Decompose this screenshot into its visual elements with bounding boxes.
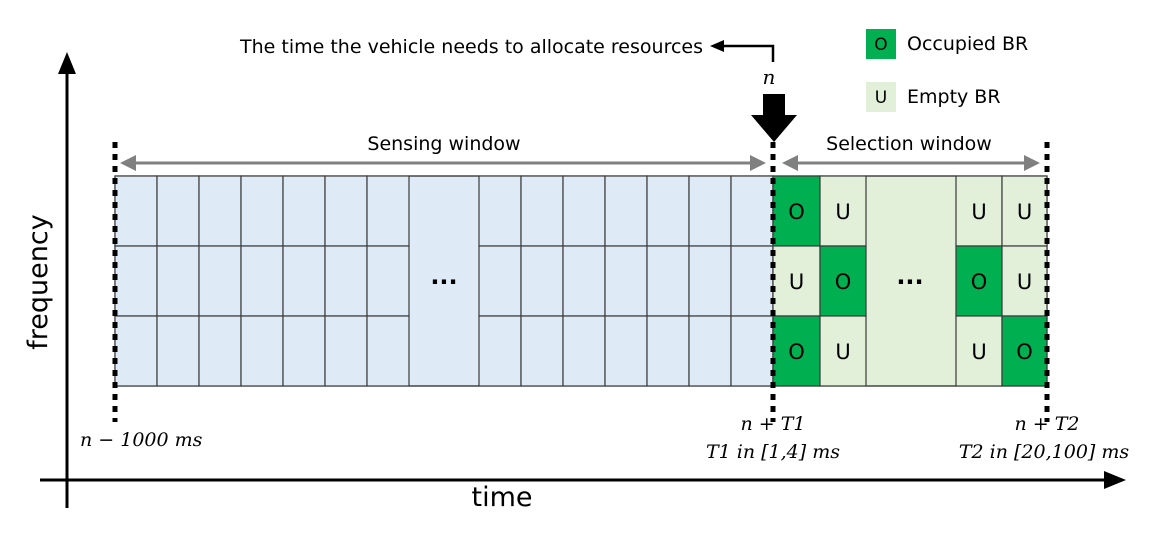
t1-label-line1: n + T1 [741, 413, 806, 435]
t2-label-line2: T2 in [20,100] ms [959, 441, 1130, 463]
x-axis-label: time [471, 482, 532, 513]
cell-symbol: U [835, 340, 850, 364]
occupied-cell [1001, 315, 1048, 387]
sensing-cell [240, 175, 284, 247]
legend-occupied-swatch [866, 29, 896, 59]
sensing-cell [478, 315, 522, 387]
empty-cell [772, 245, 821, 317]
t1-label-line2: T1 in [1,4] ms [706, 441, 840, 463]
sensing-cell [114, 245, 158, 317]
t2-label-line1: n + T2 [1015, 413, 1080, 435]
sensing-cell [520, 315, 564, 387]
cell-symbol: U [971, 340, 986, 364]
cell-symbol: O [971, 270, 988, 294]
sensing-cell [366, 245, 410, 317]
sensing-cell [198, 175, 242, 247]
cell-symbol: O [1016, 340, 1033, 364]
occupied-cell [772, 175, 821, 247]
sensing-cell [156, 175, 200, 247]
empty-cell [955, 175, 1003, 247]
sensing-cell [604, 245, 648, 317]
sensing-cell [562, 315, 606, 387]
sensing-cell [156, 245, 200, 317]
sensing-cell [520, 175, 564, 247]
legend-occupied-symbol: O [874, 35, 887, 55]
sensing-cell [282, 245, 326, 317]
cell-symbol: U [1017, 200, 1032, 224]
sensing-window-grid [114, 175, 774, 387]
sensing-cell [366, 175, 410, 247]
sensing-cell [366, 315, 410, 387]
sensing-cell [478, 175, 522, 247]
sensing-cell [324, 245, 368, 317]
cell-symbol: O [788, 340, 805, 364]
legend: O Occupied BR U Empty BR [866, 29, 1028, 112]
sensing-cell [324, 175, 368, 247]
sensing-cell [688, 175, 732, 247]
sensing-cell [324, 315, 368, 387]
cell-symbol: U [1017, 270, 1032, 294]
y-axis-arrowhead [58, 52, 76, 74]
selection-window-arrow [782, 155, 1040, 171]
legend-empty-swatch [866, 82, 896, 112]
n-label: n [763, 65, 776, 89]
empty-cell [955, 315, 1003, 387]
n-down-arrow [751, 94, 797, 142]
legend-empty-symbol: U [875, 88, 887, 108]
sensing-cell [114, 315, 158, 387]
legend-occupied-label: Occupied BR [907, 33, 1028, 55]
sensing-cell [688, 245, 732, 317]
empty-cell [819, 315, 867, 387]
allocate-pointer-arrow [710, 40, 775, 62]
sensing-cell [156, 315, 200, 387]
sensing-cell [688, 315, 732, 387]
sensing-cell [282, 315, 326, 387]
sensing-cell [198, 315, 242, 387]
allocate-annotation: The time the vehicle needs to allocate r… [239, 36, 703, 58]
sensing-window-label: Sensing window [367, 133, 520, 155]
sensing-cell [646, 175, 690, 247]
sensing-cell [730, 315, 774, 387]
sensing-cell [730, 175, 774, 247]
selection-window-label: Selection window [826, 133, 992, 155]
sensing-cell [730, 245, 774, 317]
sensing-cell [282, 175, 326, 247]
sensing-cell [240, 315, 284, 387]
sensing-cell [520, 245, 564, 317]
sensing-cell [114, 175, 158, 247]
selection-window-grid: O U U U U O O U O U U O [772, 175, 1048, 387]
sensing-ellipsis: ··· [430, 268, 457, 296]
selection-ellipsis: ··· [896, 268, 923, 296]
start-time-label: n − 1000 ms [80, 429, 203, 451]
cell-symbol: O [788, 200, 805, 224]
y-axis-label: frequency [23, 214, 54, 349]
cell-symbol: U [835, 200, 850, 224]
sensing-cell [562, 245, 606, 317]
cell-symbol: U [789, 270, 804, 294]
cell-symbol: U [971, 200, 986, 224]
sensing-cell [646, 315, 690, 387]
sensing-cell [562, 175, 606, 247]
sensing-window-arrow [120, 155, 766, 171]
legend-empty-label: Empty BR [907, 86, 1001, 108]
sensing-cell [198, 245, 242, 317]
sensing-cell [240, 245, 284, 317]
sensing-cell [478, 245, 522, 317]
cell-symbol: O [835, 270, 852, 294]
sensing-cell [604, 175, 648, 247]
sensing-cell [646, 245, 690, 317]
occupied-cell [819, 245, 867, 317]
sensing-cell [604, 315, 648, 387]
x-axis-arrowhead [1104, 471, 1126, 489]
